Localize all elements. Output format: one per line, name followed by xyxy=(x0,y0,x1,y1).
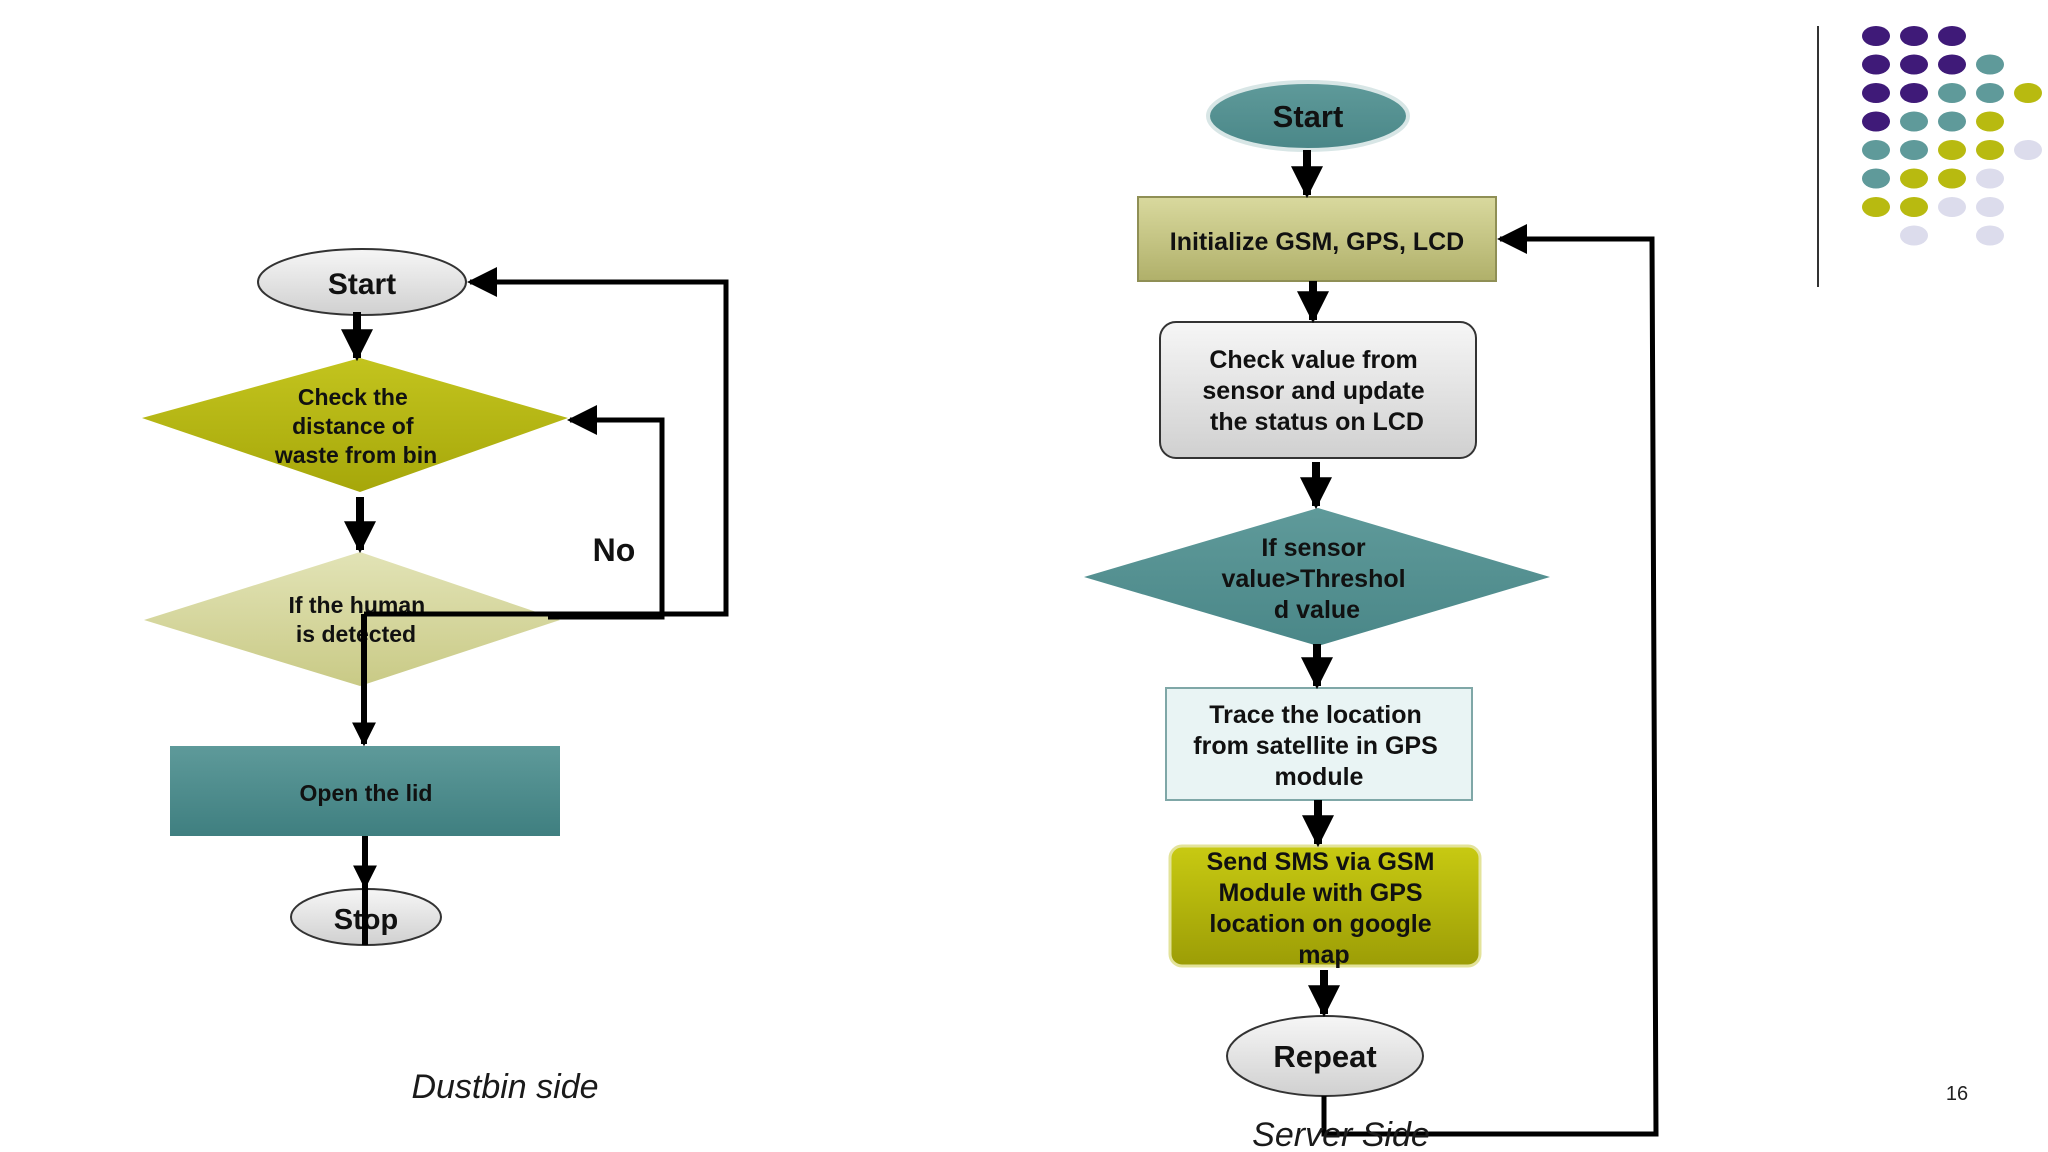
decorative-dot xyxy=(1976,140,2004,160)
decorative-dot xyxy=(1976,54,2004,75)
trace-location-label: Trace the location from satellite in GPS… xyxy=(1193,701,1444,791)
decorative-dot xyxy=(1862,111,1890,132)
decorative-dot xyxy=(1938,140,1966,160)
decorative-dot xyxy=(1900,225,1928,246)
decorative-dot xyxy=(1976,83,2004,103)
page-number: 16 xyxy=(1946,1083,1968,1105)
check-distance-decision xyxy=(142,358,568,492)
check-value-label: Check value from sensor and update the s… xyxy=(1202,346,1431,436)
initialize-label: Initialize GSM, GPS, LCD xyxy=(1170,228,1464,256)
decorative-dot xyxy=(1862,26,1890,46)
decorative-dot xyxy=(1938,26,1966,46)
open-lid-label: Open the lid xyxy=(300,780,433,806)
decorative-dot-grid xyxy=(1862,26,2042,246)
dustbin-flowchart: Start Check the distance of waste from b… xyxy=(142,248,729,1106)
decorative-dot xyxy=(1862,83,1890,103)
decorative-dot xyxy=(1862,168,1890,189)
repeat-loop-back xyxy=(1321,224,1659,1137)
open-lid-process xyxy=(170,746,560,836)
decorative-dot xyxy=(1938,197,1966,217)
decorative-dot xyxy=(1976,111,2004,132)
initialize-process xyxy=(1137,196,1497,282)
loop-back-to-start xyxy=(364,267,729,617)
check-distance-label: Check the distance of waste from bin xyxy=(274,384,437,468)
threshold-decision xyxy=(1084,508,1550,646)
decorative-dot xyxy=(1900,83,1928,103)
decorative-dot xyxy=(1900,26,1928,46)
threshold-label: If sensor value>Threshol d value xyxy=(1221,534,1412,624)
human-detected-decision xyxy=(144,552,560,686)
decorative-dot xyxy=(1900,140,1928,160)
decorative-dot xyxy=(1976,225,2004,246)
repeat-label: Repeat xyxy=(1273,1039,1376,1074)
decorative-dot xyxy=(1900,168,1928,189)
decorative-dot xyxy=(2014,140,2042,160)
server-start-label: Start xyxy=(1273,99,1344,134)
decorative-dot xyxy=(1938,111,1966,132)
decorative-dot xyxy=(1862,54,1890,75)
dustbin-start-node xyxy=(257,248,467,316)
server-flowchart: Start Initialize GSM, GPS, LCD Check val… xyxy=(1084,80,1659,1152)
decorative-dot xyxy=(1938,83,1966,103)
dustbin-connectors xyxy=(341,267,729,945)
decorative-dot xyxy=(1862,140,1890,160)
dustbin-caption: Dustbin side xyxy=(411,1068,598,1106)
decorative-dot xyxy=(1938,168,1966,189)
decorative-dot xyxy=(2014,83,2042,103)
loop-back-to-check xyxy=(548,405,665,620)
no-branch-label: No xyxy=(593,532,636,568)
dustbin-start-label: Start xyxy=(328,268,396,301)
server-connectors xyxy=(1291,150,1659,1137)
send-sms-label: Send SMS via GSM Module with GPS locatio… xyxy=(1207,848,1442,969)
decorative-dot xyxy=(1976,168,2004,189)
decorative-dot xyxy=(1938,54,1966,75)
server-caption: Server Side xyxy=(1252,1116,1430,1152)
decorative-dot xyxy=(1900,111,1928,132)
decorative-dot xyxy=(1900,54,1928,75)
decorative-dot xyxy=(1900,197,1928,217)
decorative-dot xyxy=(1976,197,2004,217)
decorative-dot xyxy=(1862,197,1890,217)
human-detected-label: If the human is detected xyxy=(288,592,431,647)
